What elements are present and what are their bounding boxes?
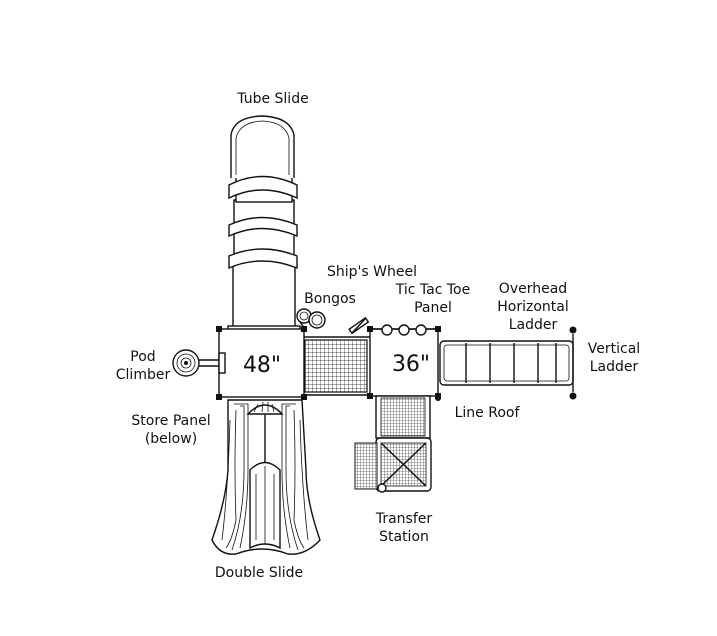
label-deck-48: 48"	[243, 353, 281, 378]
label-tic-tac-toe-line1: Tic Tac Toe	[395, 282, 470, 298]
transfer-station	[354, 395, 441, 493]
label-line-roof: Line Roof	[455, 405, 521, 421]
label-pod-line1: Pod	[130, 349, 155, 365]
label-tic-tac-toe-line2: Panel	[414, 300, 452, 316]
label-store-panel-line2: (below)	[145, 431, 197, 447]
tic-tac-toe-panel	[373, 324, 436, 336]
tube-slide	[227, 115, 301, 333]
double-slide	[211, 399, 321, 555]
label-overhead-line3: Ladder	[509, 317, 558, 333]
label-overhead-line1: Overhead	[499, 281, 567, 297]
label-pod-line2: Climber	[116, 367, 171, 383]
label-overhead-line2: Horizontal	[497, 299, 568, 315]
label-deck-36: 36"	[392, 352, 430, 377]
label-transfer-line1: Transfer	[375, 511, 433, 527]
label-vertical-line2: Ladder	[590, 359, 639, 375]
label-ships-wheel: Ship's Wheel	[327, 264, 417, 280]
label-double-slide: Double Slide	[215, 565, 303, 581]
pod-climber	[172, 349, 226, 377]
bongos	[296, 308, 326, 331]
ships-wheel	[348, 316, 370, 335]
overhead-horizontal-ladder	[439, 326, 577, 400]
label-tube-slide: Tube Slide	[236, 91, 308, 107]
label-transfer-line2: Station	[379, 529, 429, 545]
bridge-walkway	[304, 336, 370, 396]
label-bongos: Bongos	[304, 291, 356, 307]
label-store-panel-line1: Store Panel	[131, 413, 210, 429]
label-vertical-line1: Vertical	[588, 341, 640, 357]
